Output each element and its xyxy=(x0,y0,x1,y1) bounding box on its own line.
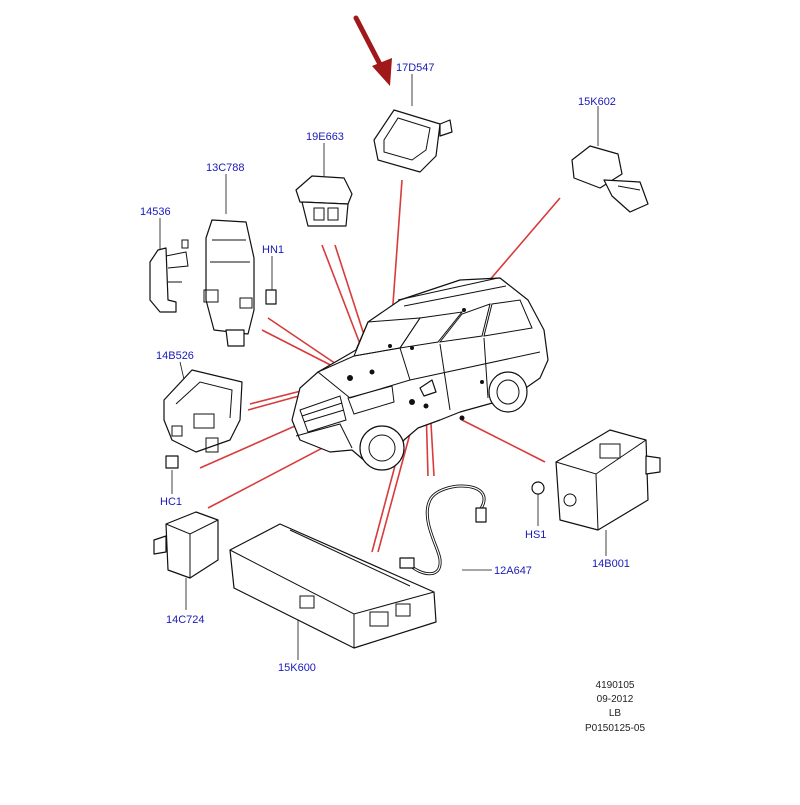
label-14b001: 14B001 xyxy=(592,558,630,570)
part-19e663-drawing xyxy=(295,143,353,227)
label-14b526: 14B526 xyxy=(156,350,194,362)
part-15k602-drawing xyxy=(571,106,649,213)
part-13c788-drawing xyxy=(203,174,255,347)
label-15k600: 15K600 xyxy=(278,662,316,674)
footer-ref-number: 4190105 xyxy=(595,680,635,691)
label-14c724: 14C724 xyxy=(166,614,205,626)
label-13c788: 13C788 xyxy=(206,162,245,174)
part-hn1-drawing xyxy=(265,256,277,305)
part-14536-drawing xyxy=(149,218,189,313)
label-hs1: HS1 xyxy=(525,529,547,541)
footer-figure-id: P0150125-05 xyxy=(584,723,646,734)
part-14b526-drawing xyxy=(163,361,243,453)
part-hc1-drawing xyxy=(165,455,179,494)
label-hc1: HC1 xyxy=(160,496,183,508)
part-14b001-drawing xyxy=(555,429,661,556)
part-hs1-drawing xyxy=(531,481,545,526)
part-17d547-drawing xyxy=(373,74,453,173)
label-19e663: 19E663 xyxy=(306,131,344,143)
label-17d547: 17D547 xyxy=(396,62,435,74)
part-15k600-drawing xyxy=(229,523,437,660)
highlight-arrow xyxy=(353,15,392,86)
label-15k602: 15K602 xyxy=(578,96,616,108)
part-12a647-drawing xyxy=(399,484,492,576)
part-14c724-drawing xyxy=(153,511,219,610)
footer-date: 09-2012 xyxy=(596,694,634,705)
vehicle-illustration xyxy=(291,277,549,471)
label-12a647: 12A647 xyxy=(494,565,532,577)
footer-code: LB xyxy=(608,708,622,719)
label-14536: 14536 xyxy=(140,206,171,218)
label-hn1: HN1 xyxy=(262,244,285,256)
